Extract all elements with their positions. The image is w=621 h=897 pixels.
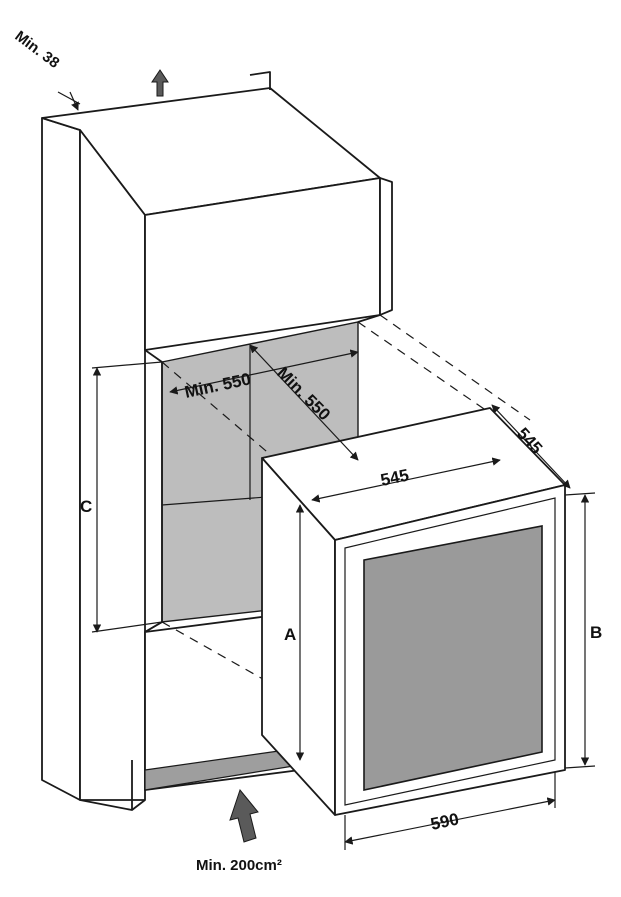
dimension-lines — [57, 91, 596, 850]
dim-c-bottom-tick — [91, 621, 163, 633]
cabinet-top-notch — [249, 71, 271, 90]
lower-compartment-edge — [144, 621, 163, 633]
dim-b-bottom-tick — [564, 765, 596, 769]
air-outflow-up-arrow-icon — [151, 69, 169, 97]
air-inflow-arrow-icon — [229, 788, 259, 843]
niche-left-edge — [144, 349, 163, 633]
label-min-38: Min. 38 — [12, 28, 63, 72]
cabinet-left-side — [41, 117, 81, 801]
dim-590-line — [344, 797, 556, 845]
projection-line-2 — [357, 321, 501, 421]
dim-min38-arrow — [69, 91, 79, 111]
airflow-arrows — [151, 69, 259, 843]
label-b: B — [590, 623, 602, 642]
dim-545-width-line — [311, 457, 501, 503]
label-vent-area: Min. 200cm² — [196, 857, 282, 874]
label-590: 590 — [429, 809, 461, 833]
dim-b-top-tick — [564, 492, 596, 496]
cabinet-upper-box-side — [379, 177, 393, 316]
cabinet-front-frame — [79, 129, 146, 801]
appliance — [261, 407, 566, 816]
projection-line-3 — [379, 314, 531, 421]
cabinet-base — [79, 799, 146, 811]
dim-min38-tick — [57, 91, 81, 105]
niche-top-right-edge — [357, 314, 381, 323]
label-a: A — [284, 625, 296, 644]
appliance-glass-panel — [363, 525, 543, 791]
label-c: C — [80, 497, 92, 516]
dim-c-top-tick — [91, 361, 163, 369]
dim-545-depth-line — [491, 404, 571, 489]
dim-min-depth-line — [249, 344, 359, 461]
